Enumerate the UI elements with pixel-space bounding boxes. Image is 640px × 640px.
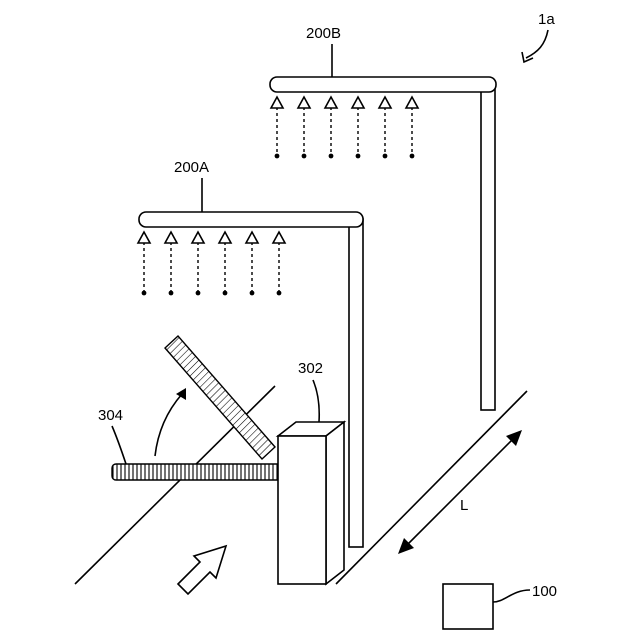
sensor-array-a-post	[349, 219, 363, 547]
sensor-array-b-ray-arrowhead	[325, 97, 337, 108]
sensor-array-b-rays	[271, 97, 418, 158]
direction-l-label: L	[460, 497, 468, 514]
base-unit-label: 302	[298, 360, 323, 377]
sensor-array-b-ray-source-dot	[383, 154, 388, 159]
controller-box	[443, 584, 493, 629]
sensor-array-b-ray-source-dot	[275, 154, 280, 159]
sensor-array-a-ray-arrowhead	[192, 232, 204, 243]
sensor-array-a-ray-arrowhead	[165, 232, 177, 243]
entry-direction-arrow	[178, 546, 226, 594]
arm-leader	[112, 426, 126, 464]
sensor-array-b-ray-arrowhead	[352, 97, 364, 108]
base-unit-front	[278, 436, 326, 584]
controller-label: 100	[532, 583, 557, 600]
sensor-array-b-ray-source-dot	[410, 154, 415, 159]
sensor-array-a-ray-source-dot	[277, 291, 282, 296]
sensor-array-b-label: 200B	[306, 25, 341, 42]
figure-ref-label: 1a	[538, 11, 555, 28]
sensor-array-a-ray-source-dot	[250, 291, 255, 296]
sensor-array-b-ray-source-dot	[329, 154, 334, 159]
direction-l-arrow	[404, 436, 516, 548]
sensor-array-b-post	[481, 84, 495, 410]
sensor-array-a-ray-source-dot	[169, 291, 174, 296]
base-unit	[278, 422, 344, 584]
sensor-array-b-bar	[270, 77, 496, 92]
arm-label: 304	[98, 407, 123, 424]
sensor-array-a-ray-arrowhead	[219, 232, 231, 243]
sensor-array-a-ray-source-dot	[142, 291, 147, 296]
base-unit-side	[326, 422, 344, 584]
arm-lowered	[112, 464, 282, 480]
sensor-array-a-label: 200A	[174, 159, 209, 176]
figure-ref-leader	[526, 30, 548, 58]
sensor-array-a-ray-arrowhead	[246, 232, 258, 243]
sensor-array-b-ray-arrowhead	[379, 97, 391, 108]
sensor-array-a-ray-arrowhead	[138, 232, 150, 243]
sensor-array-b-ray-source-dot	[302, 154, 307, 159]
base-unit-leader	[313, 380, 319, 422]
sensor-array-a-bar	[139, 212, 363, 227]
sensor-array-a-ray-source-dot	[223, 291, 228, 296]
swing-arrow	[155, 394, 182, 456]
sensor-array-a-ray-source-dot	[196, 291, 201, 296]
sensor-array-b-ray-source-dot	[356, 154, 361, 159]
sensor-array-b-ray-arrowhead	[406, 97, 418, 108]
sensor-array-b-ray-arrowhead	[271, 97, 283, 108]
sensor-array-b-ray-arrowhead	[298, 97, 310, 108]
controller-leader	[493, 590, 530, 602]
sensor-array-a-rays	[138, 232, 285, 295]
sensor-array-a-ray-arrowhead	[273, 232, 285, 243]
floor-edge-right	[336, 391, 527, 584]
